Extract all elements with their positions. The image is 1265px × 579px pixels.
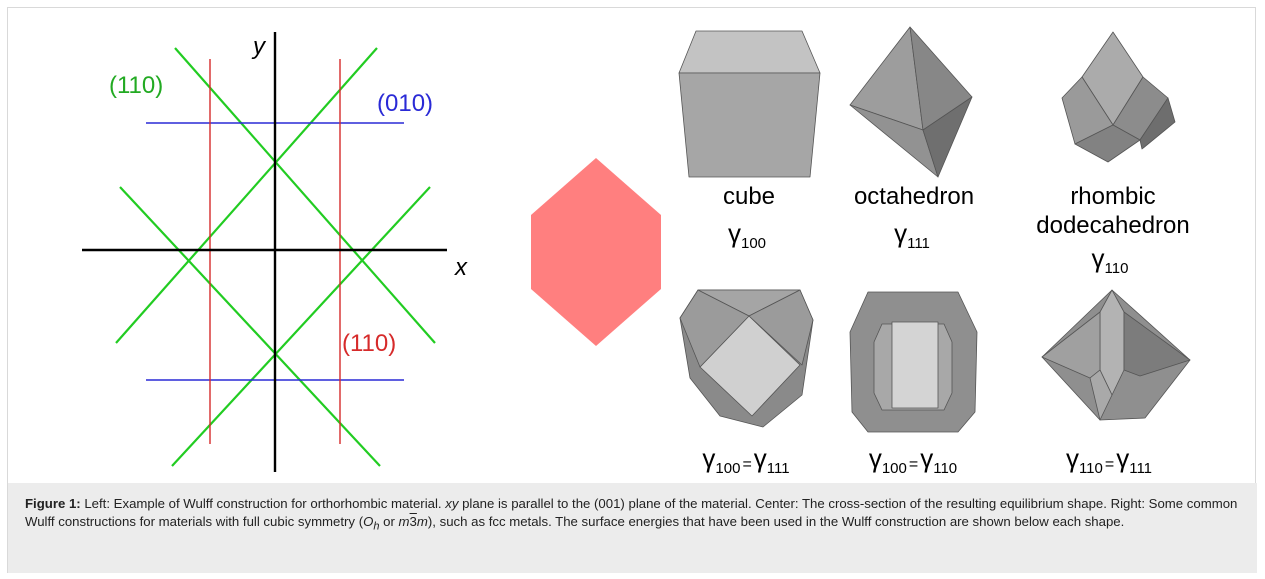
caption-three: 3 xyxy=(409,514,417,529)
green-line-4 xyxy=(171,186,431,467)
rhombic-octahedron-shape xyxy=(1041,289,1191,421)
rhombic-dodecahedron-shape xyxy=(1061,31,1176,163)
caption-xy: xy xyxy=(445,496,459,511)
figure-caption: Figure 1: Left: Example of Wulff constru… xyxy=(8,483,1257,573)
energy-100-110: γ100=γ110 xyxy=(869,443,957,477)
wulff-construction: y x (110) (010) (110) xyxy=(82,32,468,472)
caption-oh-sub: h xyxy=(373,520,380,533)
cube-name: cube xyxy=(723,183,775,210)
caption-oh: O xyxy=(363,514,374,529)
x-axis-label: x xyxy=(454,254,468,281)
label-red-110: (110) xyxy=(342,330,396,357)
figure-label: Figure 1: xyxy=(25,496,81,511)
cube-energy: γ100 xyxy=(728,218,766,252)
rd-name-line-1: rhombic xyxy=(1070,183,1155,210)
caption-m1: m xyxy=(398,514,410,529)
octahedron-energy: γ111 xyxy=(894,218,930,252)
caption-m2: m xyxy=(416,514,428,529)
caption-text-4: ), such as fcc metals. The surface energ… xyxy=(427,514,1125,529)
octahedron-shape xyxy=(849,26,973,178)
caption-text-2: plane is parallel to the (001) plane of … xyxy=(25,496,1238,529)
truncated-cube-shape xyxy=(849,291,978,433)
label-green-110: (110) xyxy=(109,72,163,99)
energy-110-111: γ110=γ111 xyxy=(1066,443,1152,477)
energy-100-111: γ100=γ111 xyxy=(702,443,789,477)
caption-text-1: Left: Example of Wulff construction for … xyxy=(80,496,446,511)
green-line-3 xyxy=(119,186,381,467)
green-line-1 xyxy=(174,47,436,344)
y-axis-label: y xyxy=(251,33,267,60)
rd-energy: γ110 xyxy=(1092,243,1129,277)
equilibrium-shape xyxy=(531,158,661,346)
octahedron-name: octahedron xyxy=(854,183,974,210)
figure-artwork: y x (110) (010) (110) cube γ100 octahedr… xyxy=(82,26,1191,477)
cuboctahedron-shape xyxy=(679,289,814,428)
rd-name-line-2: dodecahedron xyxy=(1036,212,1189,239)
cube-shape xyxy=(678,30,821,178)
label-blue-010: (010) xyxy=(377,90,433,117)
green-line-2 xyxy=(115,47,378,344)
caption-text-3: or xyxy=(379,514,399,529)
